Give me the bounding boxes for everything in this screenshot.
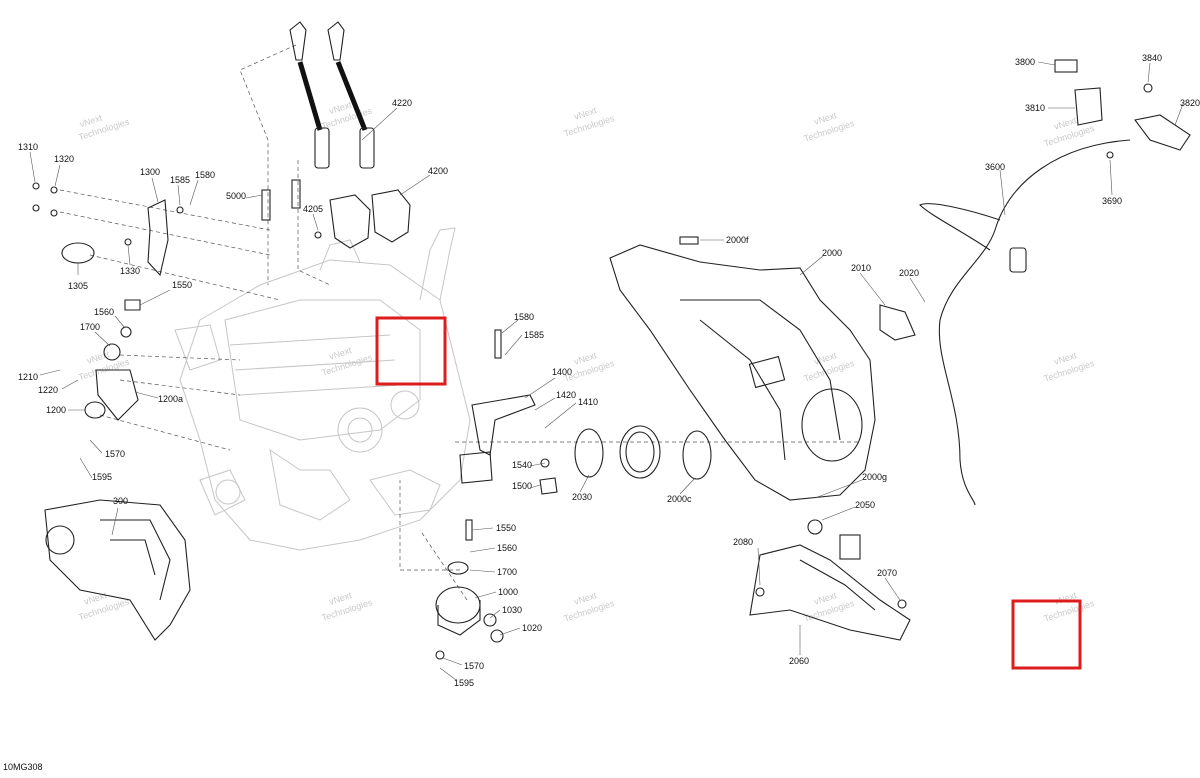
callout-label: 1000 — [498, 587, 518, 597]
callout-label: 1570 — [464, 661, 484, 671]
callout-label: 2020 — [899, 268, 919, 278]
callout-label: 1200a — [158, 394, 183, 404]
callout-label: 3840 — [1142, 53, 1162, 63]
highlight-box — [1011, 599, 1082, 670]
callout-label: 2010 — [851, 263, 871, 273]
leader-lines — [29, 61, 1184, 681]
callout-label: 1305 — [68, 281, 88, 291]
callout-label: 4200 — [428, 166, 448, 176]
callout-label: 2000 — [822, 248, 842, 258]
callout-label: 1595 — [92, 472, 112, 482]
callout-label: 1700 — [80, 322, 100, 332]
diagram-id-label: 10MG308 — [3, 762, 43, 772]
throttle-cable — [919, 59, 1191, 506]
callout-label: 1580 — [514, 312, 534, 322]
callout-label: 1500 — [512, 481, 532, 491]
callout-label: 1220 — [38, 385, 58, 395]
callout-label: 1410 — [578, 397, 598, 407]
callout-label: 1420 — [556, 390, 576, 400]
pulley-guard — [44, 499, 191, 641]
ignition-coils — [261, 21, 411, 249]
callout-label: 4220 — [392, 98, 412, 108]
callout-label: 3600 — [985, 162, 1005, 172]
callout-label: 3820 — [1180, 98, 1200, 108]
highlight-boxes — [375, 316, 1082, 670]
engine-mount-lower — [435, 519, 504, 660]
callout-label: 4205 — [303, 204, 323, 214]
callout-label: 2000f — [726, 235, 749, 245]
callout-label: 1580 — [195, 170, 215, 180]
callout-label: 1200 — [46, 405, 66, 415]
callout-label: 2030 — [572, 492, 592, 502]
callout-label: 1210 — [18, 372, 38, 382]
callout-label: 1585 — [170, 175, 190, 185]
callout-label: 1560 — [497, 543, 517, 553]
callout-label: 1030 — [502, 605, 522, 615]
callout-label: 2000g — [862, 472, 887, 482]
callout-label: 3810 — [1025, 103, 1045, 113]
airbox — [609, 236, 916, 501]
callout-label: 1700 — [497, 567, 517, 577]
callout-label: 1330 — [120, 266, 140, 276]
callout-label: 2000c — [667, 494, 692, 504]
callout-label: 300 — [113, 496, 128, 506]
callout-label: 3690 — [1102, 196, 1122, 206]
callout-label: 3800 — [1015, 57, 1035, 67]
callout-label: 1310 — [18, 142, 38, 152]
callout-label: 1595 — [454, 678, 474, 688]
callout-label: 1400 — [552, 367, 572, 377]
engine-block — [174, 227, 471, 551]
assembly-lines — [59, 44, 860, 601]
callout-label: 5000 — [226, 191, 246, 201]
callout-label: 1550 — [496, 523, 516, 533]
callout-label: 1560 — [94, 307, 114, 317]
airbox-bracket — [749, 519, 911, 641]
callout-label: 1585 — [524, 330, 544, 340]
callout-label: 1320 — [54, 154, 74, 164]
callout-label: 1570 — [105, 449, 125, 459]
callout-label: 1020 — [522, 623, 542, 633]
callout-labels: 1310 1320 1300 1585 1580 5000 4205 4220 … — [18, 53, 1200, 688]
callout-label: 2060 — [789, 656, 809, 666]
highlight-box — [375, 316, 447, 386]
callout-label: 1540 — [512, 460, 532, 470]
callout-label: 2070 — [877, 568, 897, 578]
callout-label: 1550 — [172, 280, 192, 290]
callout-label: 2080 — [733, 537, 753, 547]
callout-label: 2050 — [855, 500, 875, 510]
callout-label: 1300 — [140, 167, 160, 177]
